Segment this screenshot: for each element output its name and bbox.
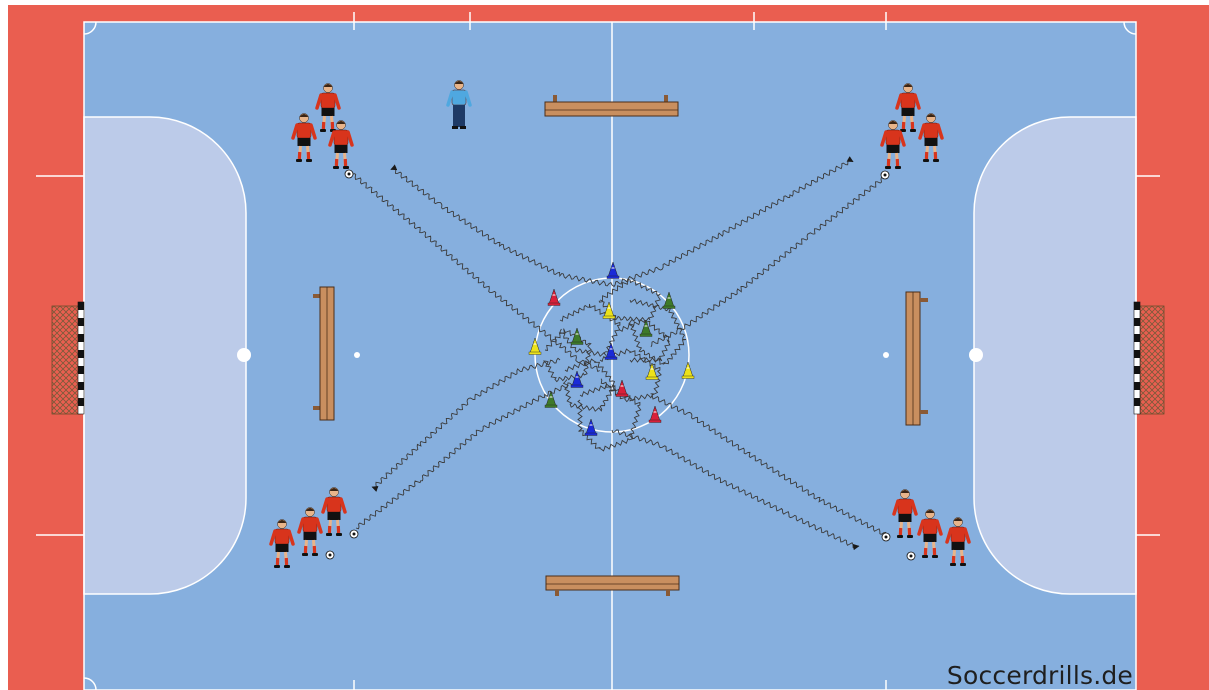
- second-spot-left: [354, 352, 360, 358]
- penalty-spot-left: [237, 348, 251, 362]
- penalty-area-right: [974, 117, 1136, 594]
- second-spot-right: [883, 352, 889, 358]
- watermark: Soccerdrills.de: [947, 661, 1133, 690]
- penalty-area-left: [84, 117, 246, 594]
- goal-left: [52, 302, 84, 414]
- ball: [326, 551, 334, 559]
- ball: [882, 533, 890, 541]
- penalty-spot-right: [969, 348, 983, 362]
- goal-right: [1134, 302, 1164, 414]
- ball: [881, 171, 889, 179]
- ball: [350, 530, 358, 538]
- ball: [345, 170, 353, 178]
- ball: [907, 552, 915, 560]
